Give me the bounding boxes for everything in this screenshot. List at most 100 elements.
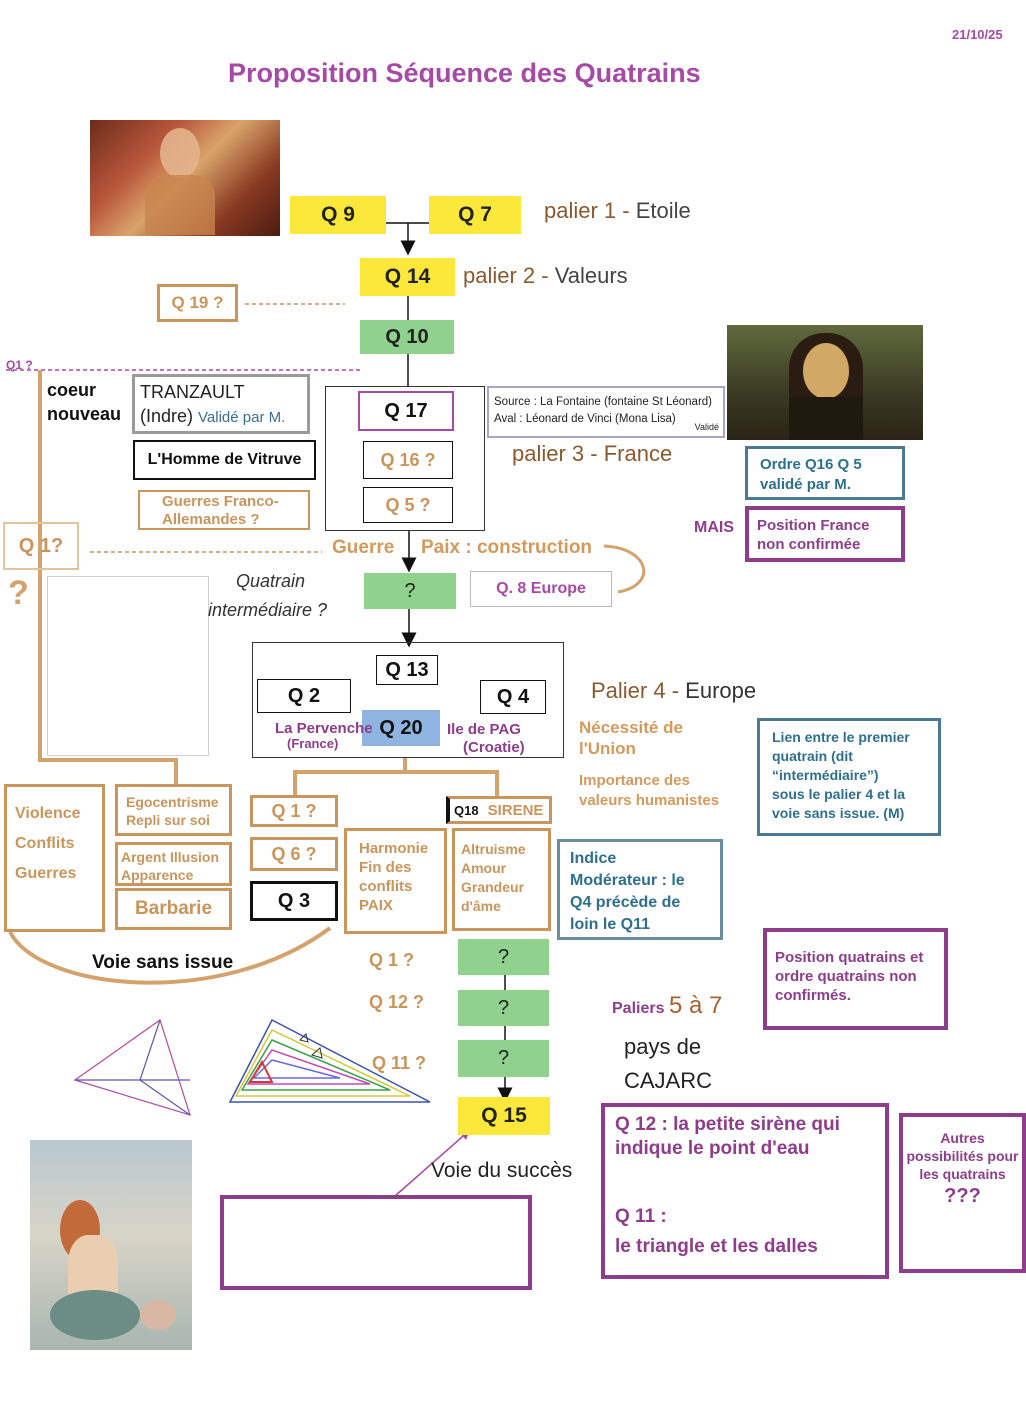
paliers-5-7-small: Paliers — [612, 1000, 665, 1017]
posq-line2: ordre quatrains non — [775, 968, 917, 985]
paliers-5-7-label: Paliers 5 à 7 — [612, 992, 722, 1020]
node-q10[interactable]: Q 10 — [360, 320, 454, 354]
node-q19[interactable]: Q 19 ? — [157, 284, 238, 322]
step-q12-label: Q 12 ? — [369, 992, 425, 1012]
autres-line1: Autres — [940, 1130, 985, 1146]
cajarc-text: CAJARC — [624, 1068, 713, 1093]
pervenche-line2: (France) — [287, 736, 339, 751]
pag-line1: Ile de PAG — [447, 721, 521, 738]
source-line1: Source : La Fontaine (fontaine St Léonar… — [494, 396, 713, 408]
autres-line2: possibilités pour — [906, 1148, 1019, 1164]
indice-line1: Indice — [570, 850, 617, 867]
mona-lisa-image — [727, 325, 923, 440]
indice-box: Indice Modérateur : le Q4 précède de loi… — [557, 839, 723, 940]
date-label: 21/10/25 — [952, 27, 1003, 42]
autres-line3: les quatrains — [919, 1166, 1006, 1182]
source-box: Source : La Fontaine (fontaine St Léonar… — [487, 386, 725, 438]
lien-line5: voie sans issue. (M) — [772, 805, 905, 821]
necessite-line1: Nécessité de — [579, 718, 683, 737]
coeur-text: coeur — [47, 380, 97, 400]
indice-line2: Modérateur : le — [570, 872, 685, 889]
node-q7[interactable]: Q 7 — [429, 196, 521, 234]
node-q3[interactable]: Q 3 — [250, 881, 338, 921]
q1-top-label: Q1 ? — [6, 358, 33, 372]
step-q11-label: Q 11 ? — [372, 1053, 427, 1073]
altruisme-line4: d'âme — [461, 898, 501, 914]
argent-illusion-box: Argent Illusion Apparence — [115, 842, 232, 886]
step-node-1[interactable]: ? — [458, 939, 549, 975]
ordre-line1: Ordre Q16 Q 5 — [760, 456, 862, 473]
harmonie-line3: conflits — [359, 878, 413, 895]
node-q13[interactable]: Q 13 — [376, 655, 438, 685]
altruisme-box: Altruisme Amour Grandeur d'âme — [452, 828, 551, 931]
step-node-2[interactable]: ? — [458, 990, 549, 1026]
node-q1-bottom[interactable]: Q 1 ? — [250, 795, 338, 827]
palier-2-name: Valeurs — [554, 263, 628, 288]
q12-desc-line2: indique le point d'eau — [615, 1138, 810, 1159]
indre-text: (Indre) — [140, 406, 194, 426]
tranzault-box: TRANZAULT (Indre) Validé par M. — [132, 374, 310, 434]
node-q14[interactable]: Q 14 — [360, 258, 455, 296]
q12-desc-line1: Q 12 : la petite sirène qui — [615, 1114, 840, 1135]
posq-line1: Position quatrains et — [775, 949, 924, 966]
violence-text: Violence — [15, 805, 81, 822]
klimt-painting-image — [90, 120, 280, 236]
palier-4-frame — [252, 642, 564, 758]
position-france-box: Position France non confirmée — [745, 506, 905, 562]
node-q4[interactable]: Q 4 — [480, 680, 546, 714]
node-q20[interactable]: Q 20 — [362, 710, 440, 746]
node-q5[interactable]: Q 5 ? — [363, 487, 453, 523]
node-q9[interactable]: Q 9 — [290, 196, 386, 234]
pag-line2: (Croatie) — [463, 739, 525, 756]
altruisme-line1: Altruisme — [461, 841, 526, 857]
ego-line1: Egocentrisme — [126, 794, 219, 810]
node-q2[interactable]: Q 2 — [257, 679, 351, 713]
pervenche-line1: La Pervenche — [275, 720, 373, 737]
pervenche-label: La Pervenche (France) — [275, 721, 373, 751]
node-intermediaire[interactable]: ? — [364, 573, 456, 609]
node-q17[interactable]: Q 17 — [358, 391, 454, 431]
node-q1-left[interactable]: Q 1? — [3, 522, 79, 570]
pays-cajarc-label: pays de CAJARC — [624, 1030, 712, 1098]
palier-3-frame — [325, 386, 485, 531]
importance-valeurs-label: Importance des valeurs humanistes — [579, 771, 719, 811]
palier-2-number: palier 2 - — [463, 263, 549, 288]
mermaid-illustration-image — [30, 1140, 192, 1350]
palier-1-number: palier 1 - — [544, 198, 630, 223]
ordre-line2: validé par M. — [760, 476, 851, 493]
node-q8-europe[interactable]: Q. 8 Europe — [470, 571, 612, 607]
autres-possibilites-box: Autres possibilités pour les quatrains ?… — [899, 1113, 1026, 1273]
empty-left-box — [47, 576, 209, 756]
palier-3-name: France — [603, 441, 673, 466]
necessite-line2: l'Union — [579, 739, 636, 758]
guerres-franco-box: Guerres Franco- Allemandes ? — [138, 490, 310, 530]
harmonie-box: Harmonie Fin des conflits PAIX — [344, 828, 447, 934]
altruisme-line3: Grandeur — [461, 879, 525, 895]
node-q18-sirene[interactable]: Q18 SIRENE — [446, 796, 552, 824]
argent-line2: Apparence — [121, 867, 194, 883]
node-q6[interactable]: Q 6 ? — [250, 837, 338, 871]
triangle-sketch — [73, 1019, 191, 1116]
pag-label: Ile de PAG (Croatie) — [447, 721, 525, 757]
paix-construction-label: Paix : construction — [421, 537, 593, 558]
voie-succes-label: Voie du succès — [431, 1159, 573, 1182]
node-q16[interactable]: Q 16 ? — [363, 441, 453, 479]
violence-box: Violence Conflits Guerres — [4, 784, 105, 932]
node-q15[interactable]: Q 15 — [458, 1097, 550, 1135]
guerres-text: Guerres — [15, 865, 77, 882]
necessite-union-label: Nécessité de l'Union — [579, 717, 683, 759]
source-valide: Validé — [694, 422, 719, 432]
empty-answer-box[interactable] — [220, 1195, 532, 1290]
egocentrisme-box: Egocentrisme Repli sur soi — [115, 784, 232, 836]
importance-line2: valeurs humanistes — [579, 792, 720, 809]
argent-line1: Argent Illusion — [121, 849, 219, 865]
q12-q11-description-box: Q 12 : la petite sirène qui indique le p… — [601, 1103, 889, 1279]
step-node-3[interactable]: ? — [458, 1040, 549, 1077]
guerre-label: Guerre — [332, 537, 395, 558]
voie-sans-issue-label: Voie sans issue — [92, 952, 234, 973]
quatrain-line2: intermédiaire ? — [208, 600, 328, 620]
importance-line1: Importance des — [579, 772, 690, 789]
conflits-text: Conflits — [15, 835, 75, 852]
q11-desc-line1: Q 11 : — [615, 1206, 667, 1227]
